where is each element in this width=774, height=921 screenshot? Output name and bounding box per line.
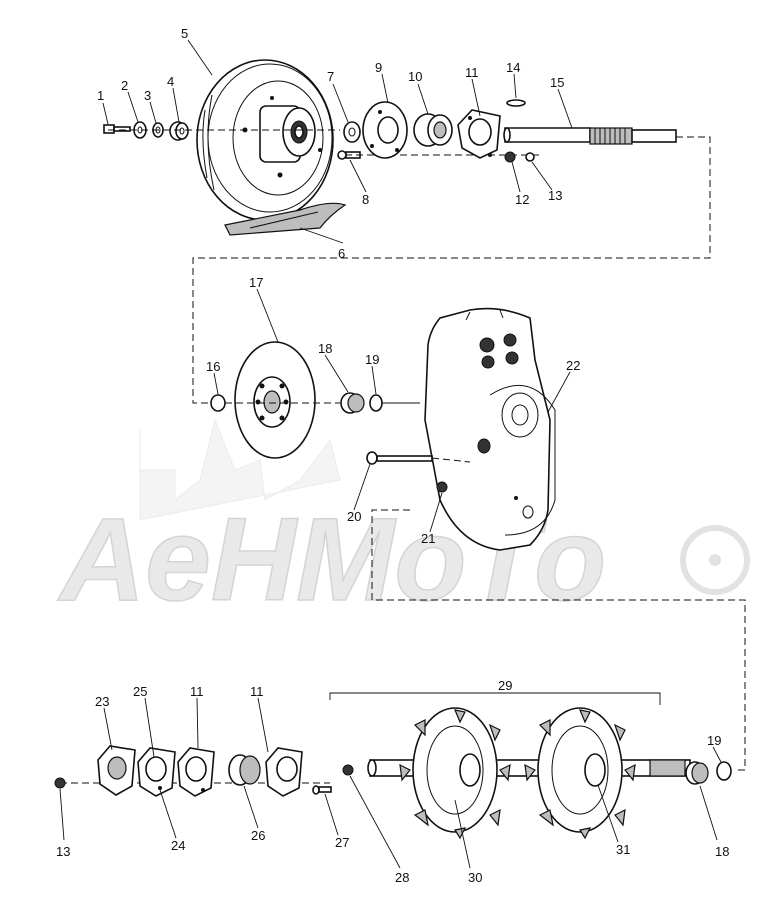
part-18-lower-bearing (685, 761, 709, 785)
callout-4: 4 (167, 74, 174, 89)
callout-2: 2 (121, 78, 128, 93)
callout-11-top: 11 (465, 65, 479, 80)
part-23-flange (97, 745, 136, 796)
part-21-nut (436, 481, 448, 493)
leader-lines (59, 39, 722, 869)
part-1-bolt (103, 124, 131, 134)
callout-25: 25 (133, 684, 147, 699)
part-14-key (506, 99, 526, 107)
part-10-bearing (413, 113, 453, 147)
part-4-spacer (169, 121, 189, 141)
part-24-plate (137, 747, 176, 797)
part-17-disc (234, 341, 316, 459)
part-11-right-plate (265, 747, 303, 797)
callout-23: 23 (95, 694, 109, 709)
part-5-pulley (196, 59, 334, 221)
part-11-flange-plate (457, 109, 501, 159)
callout-7: 7 (327, 69, 334, 84)
part-19-lower-ring (716, 761, 732, 781)
callout-18-mid: 18 (318, 341, 332, 356)
callout-5: 5 (181, 26, 188, 41)
part-28-plug (342, 764, 354, 776)
callout-13-top: 13 (548, 188, 562, 203)
callout-1: 1 (97, 88, 104, 103)
part-30-31-driveshaft (367, 707, 691, 840)
callout-11-lower-a: 11 (190, 684, 204, 699)
part-11-left-plate (177, 747, 215, 797)
part-16-ring (210, 394, 226, 412)
callout-14: 14 (506, 60, 520, 75)
part-8-screw (337, 150, 361, 160)
part-13-washer (525, 152, 535, 162)
callout-13-lower: 13 (56, 844, 70, 859)
callout-3: 3 (144, 88, 151, 103)
part-26-bearing (228, 754, 261, 786)
part-22-chaincase (424, 307, 556, 551)
callout-19-mid: 19 (365, 352, 379, 367)
callout-21: 21 (421, 531, 435, 546)
callout-10: 10 (408, 69, 422, 84)
part-2-washer (133, 121, 147, 139)
callout-16: 16 (206, 359, 220, 374)
part-15-shaft (503, 127, 677, 145)
part-9-flange (362, 101, 408, 159)
callout-19-lower: 19 (707, 733, 721, 748)
part-27-screw (312, 785, 332, 795)
callout-29: 29 (498, 678, 512, 693)
callout-28: 28 (395, 870, 409, 885)
callout-18-lower: 18 (715, 844, 729, 859)
part-18-bearing (340, 392, 365, 414)
callout-22: 22 (566, 358, 580, 373)
callout-8: 8 (362, 192, 369, 207)
callout-17: 17 (249, 275, 263, 290)
callout-15: 15 (550, 75, 564, 90)
part-7-washer (343, 121, 361, 143)
part-13-lower-washer (54, 777, 66, 789)
part-20-bolt (366, 451, 471, 465)
part-12-nut (504, 151, 516, 163)
callout-31: 31 (616, 842, 630, 857)
callout-24: 24 (171, 838, 185, 853)
callout-20: 20 (347, 509, 361, 524)
callout-12: 12 (515, 192, 529, 207)
callout-30: 30 (468, 870, 482, 885)
callout-27: 27 (335, 835, 349, 850)
callout-9: 9 (375, 60, 382, 75)
part-6-belt (224, 202, 347, 236)
callout-11-lower-b: 11 (250, 684, 264, 699)
callout-labels: 1 2 3 4 5 6 7 8 9 10 11 12 13 14 15 16 1… (56, 26, 729, 885)
watermark: AeHMoTo (56, 418, 750, 627)
part-19-ring (369, 394, 383, 412)
callout-26: 26 (251, 828, 265, 843)
callout-6: 6 (338, 246, 345, 261)
